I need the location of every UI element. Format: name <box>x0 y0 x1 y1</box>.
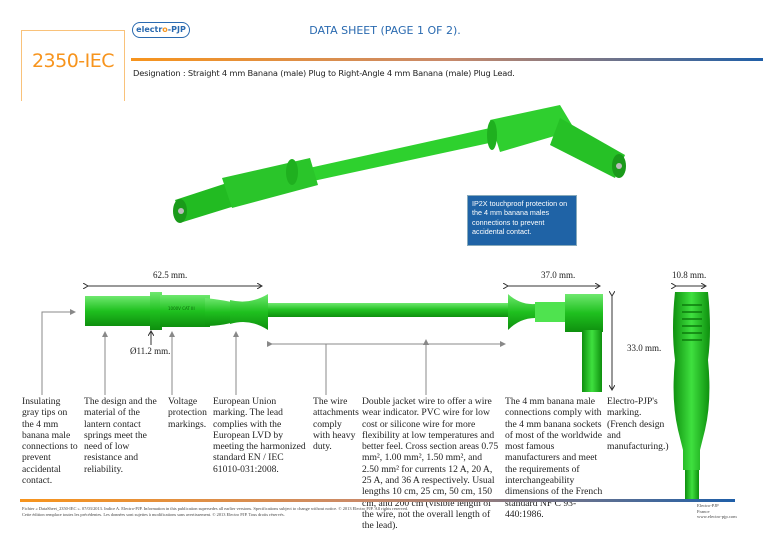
dim-straight-length: 62.5 mm. <box>153 270 188 280</box>
dim-diameter: Ø11.2 mm. <box>130 346 171 356</box>
electro-pjp-logo: electro-PJP <box>132 22 190 38</box>
ip2x-callout: IP2X touchproof protection on the 4 mm b… <box>467 195 577 246</box>
designation: Designation : Straight 4 mm Banana (male… <box>133 68 515 78</box>
desc-eu-marking: European Union marking. The lead complie… <box>213 396 306 475</box>
footer-divider-blue <box>368 499 735 502</box>
pointer-lines <box>41 309 506 395</box>
footer-country: France <box>697 508 710 514</box>
lead-side-view: 1000V CAT III <box>85 292 603 392</box>
dimension-lines <box>88 286 706 390</box>
desc-voltage-markings: Voltage protection markings. <box>168 396 207 430</box>
desc-banana-compliance: The 4 mm banana male connections comply … <box>505 396 603 520</box>
footer-divider <box>20 499 368 502</box>
desc-double-jacket-wire: Double jacket wire to offer a wire wear … <box>362 396 499 532</box>
desc-lantern-springs: The design and the material of the lante… <box>84 396 157 475</box>
page-title: DATA SHEET (PAGE 1 OF 2). <box>309 24 461 37</box>
footer-line-french: Cette édition remplace toutes les précéd… <box>22 512 285 517</box>
dim-width: 10.8 mm. <box>672 270 707 280</box>
footer-company: Electro-PJP <box>697 503 719 508</box>
lead-3d-view <box>173 105 626 223</box>
footer-company-info: Electro-PJP France www.electro-pjp.com <box>697 503 737 520</box>
voltage-marking: 1000V CAT III <box>168 306 195 311</box>
lead-front-view <box>673 292 710 500</box>
product-code: 2350-IEC <box>31 50 115 72</box>
footer-website[interactable]: www.electro-pjp.com <box>697 514 737 520</box>
desc-electro-pjp-marking: Electro-PJP's marking. (French design an… <box>607 396 669 453</box>
footer-line-english: Fichier « DataSheet_2350-IEC ». 07/03/20… <box>22 506 409 511</box>
dim-angle-length: 37.0 mm. <box>541 270 576 280</box>
desc-wire-attachments: The wire attachments comply with heavy d… <box>313 396 359 453</box>
product-code-box <box>21 30 125 101</box>
header-divider <box>131 58 763 61</box>
desc-insulating-tips: Insulating gray tips on the 4 mm banana … <box>22 396 78 487</box>
dim-angle-height: 33.0 mm. <box>627 343 662 353</box>
